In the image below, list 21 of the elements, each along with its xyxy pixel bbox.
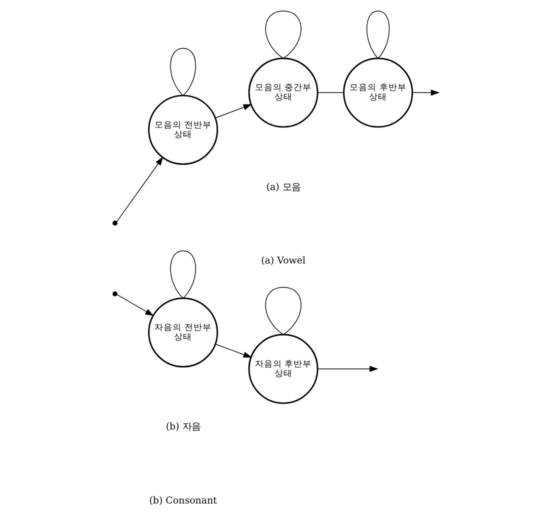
arrow xyxy=(317,366,378,372)
arrow xyxy=(214,104,252,118)
label: (a) Vowel xyxy=(261,256,306,267)
node-circle xyxy=(112,220,118,226)
node-circle: 모음의 중간부 상태 xyxy=(248,58,318,128)
connector xyxy=(265,10,302,59)
connector xyxy=(317,92,344,94)
label: (b) 자음 xyxy=(166,422,200,433)
connector xyxy=(170,250,196,299)
label: (b) Consonant xyxy=(149,495,217,506)
node-circle: 자음의 전반부 상태 xyxy=(148,297,218,368)
arrow xyxy=(412,90,440,96)
label: (a) 모음 xyxy=(266,182,300,193)
arrow xyxy=(214,344,252,358)
connector xyxy=(170,48,196,96)
arrow xyxy=(116,294,154,316)
node-circle: 자음의 후반부 상태 xyxy=(248,334,318,404)
connector xyxy=(265,286,302,336)
arrow xyxy=(116,156,164,222)
node-circle: 모음의 후반부 상태 xyxy=(343,58,414,128)
node-circle xyxy=(112,291,118,296)
